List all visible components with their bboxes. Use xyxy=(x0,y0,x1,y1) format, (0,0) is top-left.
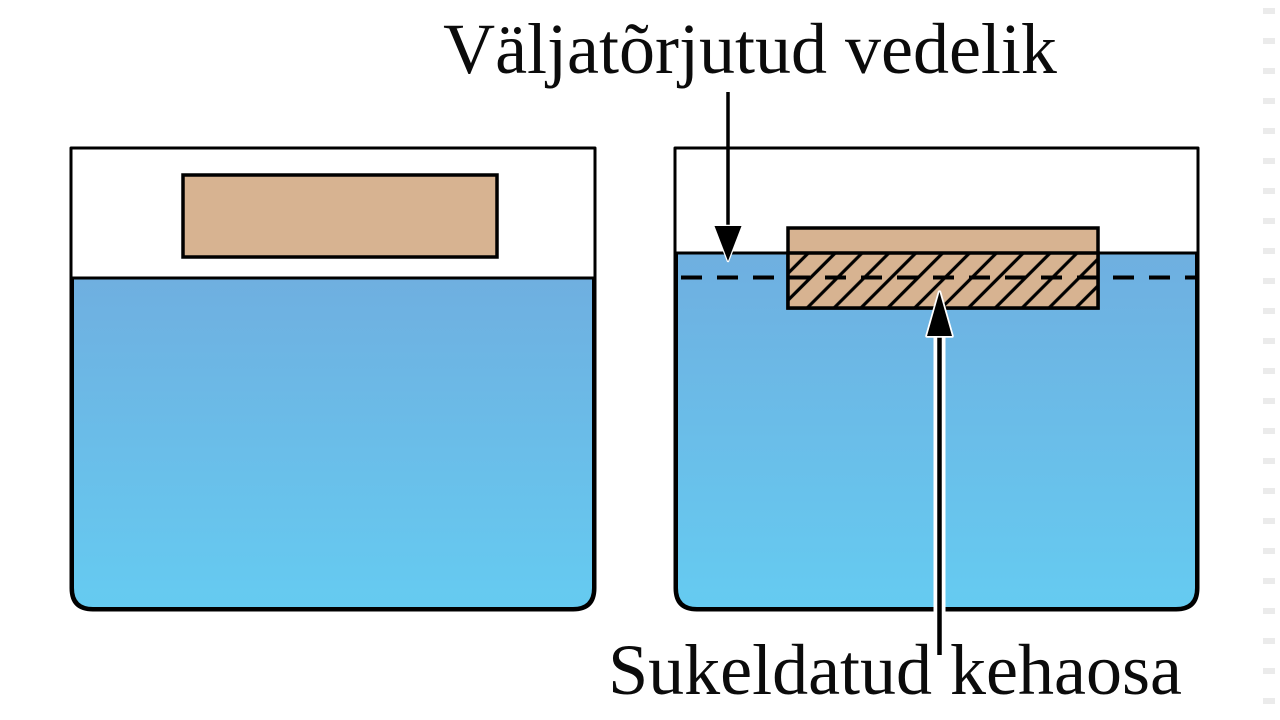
label-submerged-part: Sukeldatud kehaosa xyxy=(608,630,1182,710)
arrow-displaced-liquid xyxy=(713,92,743,263)
arrow-displaced-head-icon xyxy=(713,224,743,263)
arrow-submerged-part xyxy=(925,290,954,655)
left-beaker xyxy=(69,146,597,612)
submerged-block-part xyxy=(786,251,1100,310)
left-floating-block xyxy=(181,173,499,259)
left-beaker-water xyxy=(71,276,595,610)
arrow-submerged-head-icon xyxy=(925,290,954,338)
label-displaced-liquid: Väljatõrjutud vedelik xyxy=(443,9,1057,89)
